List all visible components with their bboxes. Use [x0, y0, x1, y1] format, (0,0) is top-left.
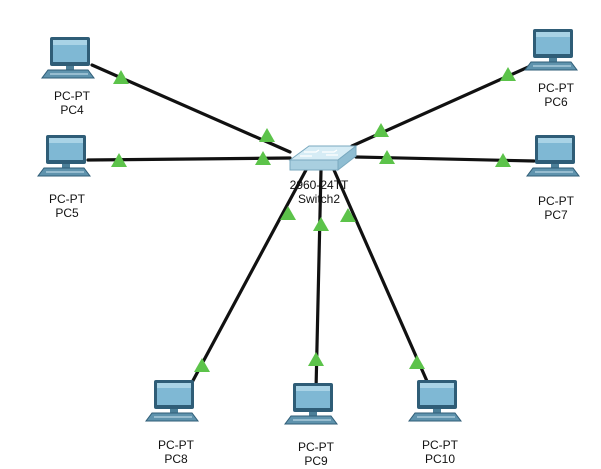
- pc5-port-status-switch-side: [255, 151, 271, 165]
- switch-model-label: 2960-24TT: [289, 178, 349, 192]
- switch-name-label: Switch2: [297, 192, 341, 206]
- pc8-computer-icon[interactable]: [145, 380, 199, 422]
- pc9-computer-icon[interactable]: [284, 383, 338, 425]
- pc6-name-label: PC6: [544, 95, 568, 109]
- pc8-port-status-pc-side: [194, 358, 210, 372]
- pc6-port-status-pc-side: [500, 67, 516, 81]
- pc5-computer-icon[interactable]: [37, 135, 91, 177]
- pc10-computer-icon[interactable]: [408, 380, 462, 422]
- pc7-name-label: PC7: [544, 208, 568, 222]
- pc10-model-label: PC-PT: [422, 438, 458, 452]
- pc6-computer-icon[interactable]: [524, 29, 578, 71]
- pc4-computer-icon[interactable]: [41, 37, 95, 79]
- pc4-port-status-switch-side: [259, 128, 275, 142]
- pc8-model-label: PC-PT: [158, 438, 194, 452]
- pc5-name-label: PC5: [55, 206, 79, 220]
- pc4-port-status-pc-side: [113, 70, 129, 84]
- pc7-model-label: PC-PT: [538, 194, 574, 208]
- pc6-port-status-switch-side: [373, 123, 389, 137]
- switch-device[interactable]: [288, 144, 358, 172]
- pc4-name-label: PC4: [60, 103, 84, 117]
- pc9-link[interactable]: [314, 168, 323, 392]
- pc5-model-label: PC-PT: [49, 192, 85, 206]
- pc9-name-label: PC9: [304, 454, 328, 468]
- pc9-port-status-pc-side: [308, 352, 324, 366]
- pc8-name-label: PC8: [164, 452, 188, 466]
- pc10-name-label: PC10: [424, 452, 456, 466]
- pc10-port-status-pc-side: [409, 355, 425, 369]
- pc10-port-status-switch-side: [340, 208, 356, 222]
- pc5-port-status-pc-side: [111, 153, 127, 167]
- pc6-model-label: PC-PT: [538, 81, 574, 95]
- pc7-port-status-pc-side: [495, 153, 511, 167]
- pc8-port-status-switch-side: [280, 206, 296, 220]
- pc8-link[interactable]: [187, 168, 308, 390]
- pc9-port-status-switch-side: [313, 217, 329, 231]
- pc10-link[interactable]: [332, 168, 432, 390]
- pc9-model-label: PC-PT: [298, 440, 334, 454]
- pc7-computer-icon[interactable]: [526, 135, 580, 177]
- pc7-port-status-switch-side: [379, 150, 395, 164]
- pc4-model-label: PC-PT: [54, 89, 90, 103]
